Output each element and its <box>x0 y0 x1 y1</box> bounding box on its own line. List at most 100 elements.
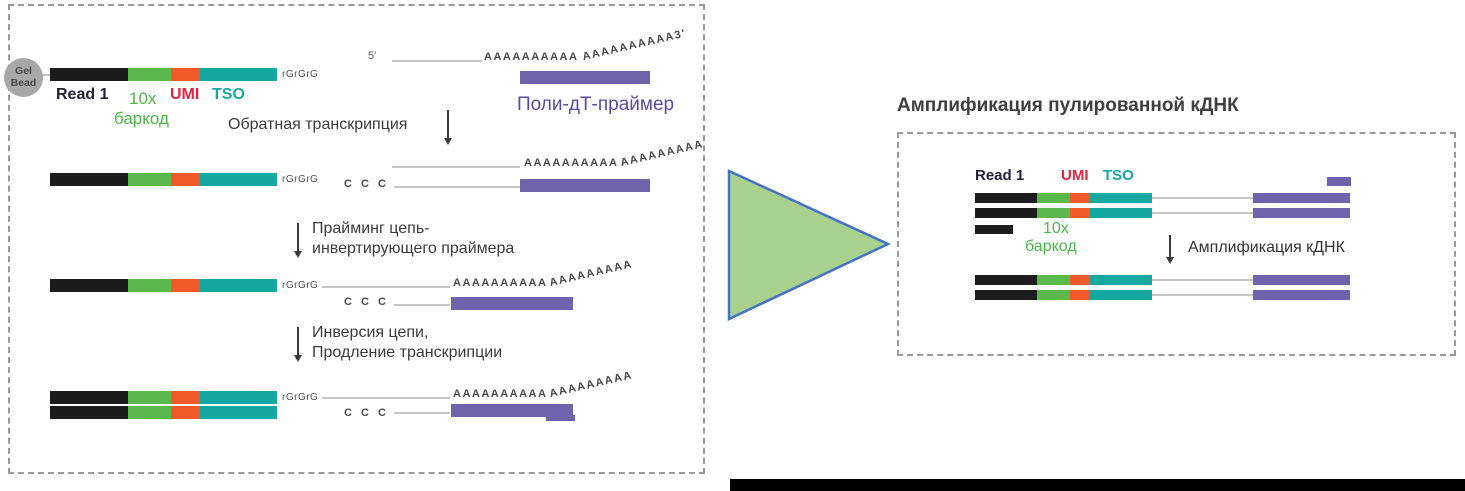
barcode-segment <box>1037 208 1070 218</box>
umi-segment <box>171 68 200 81</box>
step1-label: Обратная транскрипция <box>228 116 408 133</box>
umi-segment <box>1070 208 1090 218</box>
primer-extension-stub <box>546 415 575 421</box>
read1-segment <box>975 275 1037 285</box>
umi-segment <box>171 173 200 186</box>
tso-segment <box>200 406 277 419</box>
umi-segment <box>171 406 200 419</box>
barcode-segment <box>1037 275 1070 285</box>
bead-connector-line <box>40 74 52 76</box>
tso-segment <box>200 391 277 404</box>
amplify-down-arrow-icon <box>1169 235 1171 261</box>
rg-label-row2: rGrGrG <box>282 174 319 185</box>
tso-segment <box>200 173 277 186</box>
polya-flat-row1: AAAAAAAAAA <box>484 51 579 63</box>
tso-segment <box>1090 290 1152 300</box>
mrna-strand-row1 <box>392 60 482 62</box>
polya-flat-row3: AAAAAAAAAA <box>453 277 548 289</box>
right-tenx-label: 10x <box>1043 220 1069 237</box>
right-panel-border <box>897 132 1456 356</box>
polya-flat-row2: AAAAAAAAAA <box>524 157 619 169</box>
top-strand-row4 <box>322 397 450 399</box>
cdna-row-a <box>975 193 1152 203</box>
ccc-label-row2: C C C <box>344 178 389 190</box>
tenx-label: 10x <box>129 89 157 108</box>
barcoded-oligo-row2 <box>50 173 277 186</box>
read1-segment <box>50 173 128 186</box>
cdna-row-d-primer <box>1253 290 1350 300</box>
cdna-row-c-primer <box>1253 275 1350 285</box>
barcode-segment <box>128 68 171 81</box>
tso-segment <box>200 279 277 292</box>
flow-arrow-icon <box>727 169 891 321</box>
amplification-step-label: Амплификация кДНК <box>1188 239 1345 256</box>
ccc-label-row3: C C C <box>344 296 389 308</box>
step3-down-arrow-icon <box>297 327 299 359</box>
step1-down-arrow-icon <box>447 110 449 142</box>
barcoded-oligo-row4-bottom <box>50 406 277 419</box>
cdna-row-c <box>975 275 1152 285</box>
right-tso-label: TSO <box>1103 167 1134 184</box>
umi-segment <box>1070 290 1090 300</box>
read1-segment <box>50 406 128 419</box>
barcode-segment <box>1037 193 1070 203</box>
step2-label-line2: инвертирующего праймера <box>312 240 515 257</box>
barcoded-oligo-row4-top <box>50 391 277 404</box>
cdna-row-a-primer <box>1253 193 1350 203</box>
read1-segment <box>50 391 128 404</box>
right-read1-label: Read 1 <box>975 167 1025 184</box>
barcoded-oligo-row3 <box>50 279 277 292</box>
primer-bar-row4 <box>451 404 573 417</box>
barcode-segment <box>128 391 171 404</box>
cdna-strand-row2 <box>394 186 520 188</box>
ccc-label-row4: C C C <box>344 407 389 419</box>
barcoded-oligo-row1 <box>50 68 277 81</box>
cdna-row-b-strand <box>1152 212 1253 214</box>
umi-label: UMI <box>170 86 200 103</box>
top-strand-row3 <box>322 286 450 288</box>
step2-label-line1: Прайминг цепь- <box>312 220 430 237</box>
mrna-strand-row2 <box>392 166 520 168</box>
barcode-segment <box>128 173 171 186</box>
tso-label: TSO <box>212 86 245 103</box>
polyT-primer-label: Поли-дТ-праймер <box>517 94 675 115</box>
read1-segment <box>50 279 128 292</box>
tso-segment <box>1090 275 1152 285</box>
five-prime-label: 5' <box>368 50 377 62</box>
tso-segment <box>1090 208 1152 218</box>
barcode-segment <box>128 279 171 292</box>
barcode-segment <box>128 406 171 419</box>
gel-bead-label-line2: Bead <box>10 76 37 89</box>
polyT-primer-bar <box>520 71 650 84</box>
polya-flat-row4: AAAAAAAAAA <box>453 388 548 400</box>
short-read1-fragment <box>975 225 1013 234</box>
cdna-row-b <box>975 208 1152 218</box>
barcode-segment <box>1037 290 1070 300</box>
cdna-row-c-strand <box>1152 279 1253 281</box>
tso-segment <box>200 68 277 81</box>
polyT-primer-bar-row2 <box>520 179 650 192</box>
cdna-row-d <box>975 290 1152 300</box>
cdna-row-a-strand <box>1152 197 1253 199</box>
bottom-black-strip <box>730 479 1465 491</box>
rg-label-row3: rGrGrG <box>282 280 319 291</box>
right-umi-label: UMI <box>1061 167 1089 184</box>
gel-bead-icon: Gel Bead <box>4 58 43 97</box>
cdna-row-d-strand <box>1152 294 1253 296</box>
umi-segment <box>1070 275 1090 285</box>
read1-segment <box>975 193 1037 203</box>
rg-label-row1: rGrGrG <box>282 69 319 80</box>
right-barcode-label: баркод <box>1025 238 1077 255</box>
step2-down-arrow-icon <box>297 223 299 255</box>
tso-segment <box>1090 193 1152 203</box>
step3-label-line2: Продление транскрипции <box>312 344 503 361</box>
right-panel-title: Амплификация пулированной кДНК <box>897 95 1239 116</box>
bottom-strand-row3 <box>394 304 450 306</box>
barcode-label: баркод <box>114 109 169 128</box>
read1-label: Read 1 <box>56 86 109 103</box>
umi-segment <box>171 391 200 404</box>
umi-segment <box>171 279 200 292</box>
read1-segment <box>50 68 128 81</box>
step3-label-line1: Инверсия цепи, <box>312 324 429 341</box>
